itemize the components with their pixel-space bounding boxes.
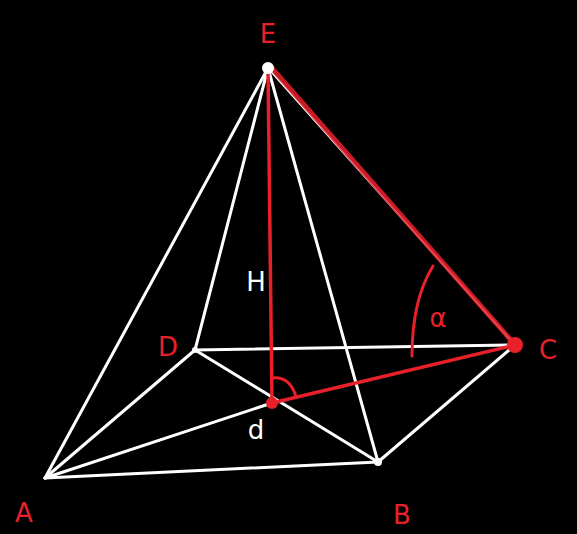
vertex-label: C: [539, 337, 557, 363]
vertex-label: D: [158, 334, 178, 360]
vertex-point: [192, 347, 198, 353]
highlight-triangle: [268, 66, 517, 403]
apex-point: [262, 62, 274, 74]
vertex-label: A: [15, 500, 33, 526]
diagonal-db: [195, 350, 378, 462]
height-line: [268, 68, 272, 403]
diagonal-ao: [45, 403, 272, 478]
right-angle-mark: [272, 378, 296, 397]
half-diagonal: [272, 345, 515, 403]
base-back: [45, 345, 515, 478]
distance-label: d: [248, 417, 265, 443]
height-label: H: [246, 269, 266, 295]
base-front: [45, 345, 515, 478]
angle-label: α: [429, 305, 446, 331]
lateral-edge: [270, 66, 517, 347]
edge-ed: [195, 68, 268, 350]
vertex-label: B: [393, 502, 411, 528]
vertex-point: [374, 458, 382, 466]
vertex-point: [507, 337, 523, 353]
vertex-label: E: [260, 21, 276, 47]
center-point: [266, 397, 278, 409]
pyramid-edges: [45, 68, 515, 478]
points: [192, 62, 523, 466]
